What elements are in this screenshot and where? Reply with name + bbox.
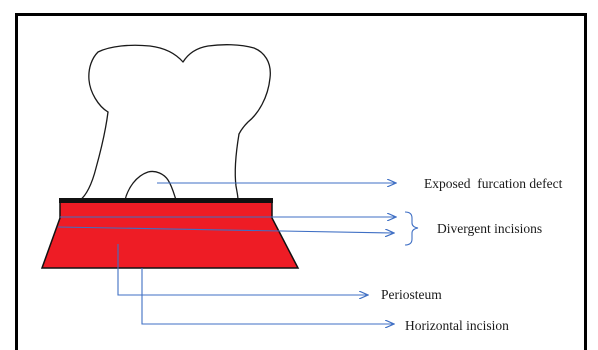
flap-top-edge bbox=[59, 198, 273, 203]
label-exposed-furcation-defect: Exposed furcation defect bbox=[424, 176, 563, 191]
label-divergent-incisions: Divergent incisions bbox=[437, 221, 542, 236]
label-horizontal-incision: Horizontal incision bbox=[405, 318, 509, 333]
label-periosteum: Periosteum bbox=[381, 287, 442, 302]
flap-periosteum bbox=[42, 200, 298, 268]
flap bbox=[42, 198, 298, 268]
